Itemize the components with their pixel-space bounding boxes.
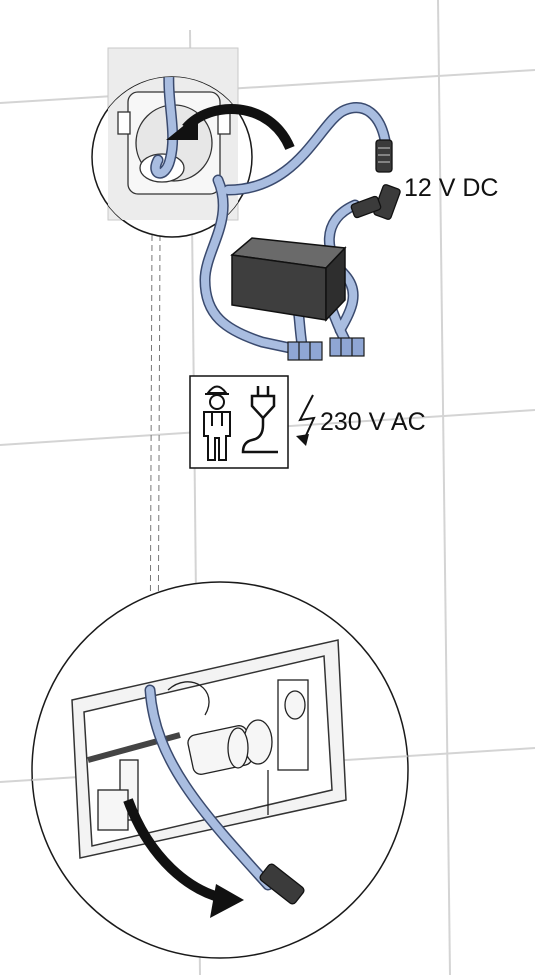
- pull-cable-arrow-icon: [123, 798, 244, 918]
- terminal-block-left: [287, 341, 323, 361]
- cable-connector-socket: [350, 184, 401, 220]
- conduit-dashed-line: [149, 234, 161, 691]
- curved-arrow-icon: [166, 104, 295, 151]
- terminal-block-right: [329, 337, 365, 357]
- cable-end-connector: [259, 863, 305, 905]
- mains-voltage-label: 230 V AC: [320, 408, 426, 436]
- transformer-box: [230, 237, 347, 322]
- cable-connector-plug: [375, 139, 393, 173]
- lightning-icon: [296, 394, 316, 446]
- power-plug-icon: [241, 386, 278, 454]
- low-voltage-label: 12 V DC: [404, 174, 498, 202]
- top-detail-circle: [91, 76, 295, 238]
- electrician-icon: [203, 385, 231, 461]
- electrician-warning-box: [189, 375, 289, 469]
- bottom-detail-circle: [31, 581, 409, 959]
